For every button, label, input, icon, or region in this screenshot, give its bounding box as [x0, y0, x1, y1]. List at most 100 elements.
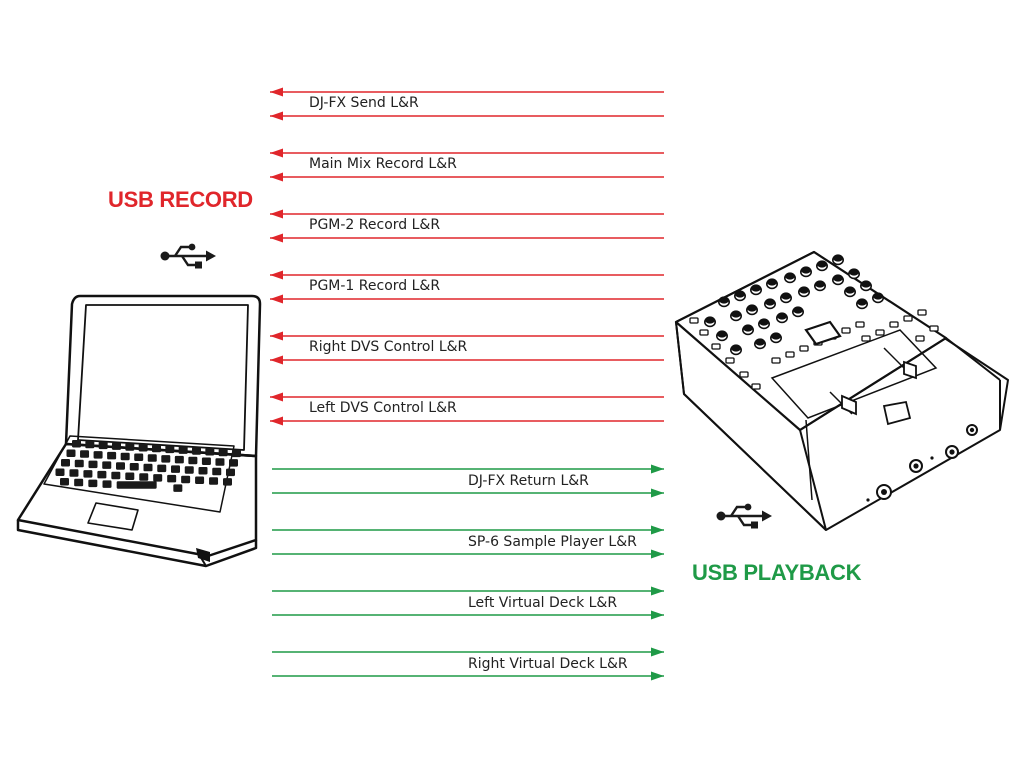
mixer-knob: [831, 274, 844, 286]
playback-arrow: [272, 549, 664, 559]
mixer-knob: [733, 290, 746, 302]
mixer-knob-cap: [730, 310, 741, 318]
mixer-button: [739, 371, 749, 378]
keyboard-key: [107, 451, 117, 460]
mixer-knob-cap: [832, 254, 843, 262]
keyboard-key: [232, 449, 241, 458]
keyboard-key: [69, 469, 79, 477]
playback-channel-label: Right Virtual Deck L&R: [468, 656, 628, 672]
keyboard-key: [80, 450, 90, 458]
keyboard-key: [120, 452, 130, 461]
mixer-knob-cap: [742, 324, 753, 332]
keyboard-key: [167, 474, 177, 483]
record-arrow: [270, 294, 664, 304]
mixer-knob-cap: [784, 272, 795, 280]
record-arrow: [270, 111, 664, 121]
mixer-button: [855, 321, 865, 328]
keyboard-key: [226, 468, 235, 477]
keyboard-key: [116, 462, 125, 470]
mixer-button: [861, 335, 871, 342]
mixer-knob: [741, 324, 754, 336]
keyboard-key: [61, 459, 70, 467]
keyboard-key: [138, 444, 148, 452]
mixer-buttons: [689, 309, 939, 390]
mixer-knob-cap: [704, 316, 715, 324]
keyboard-key: [139, 473, 149, 481]
mixer-knob-cap: [844, 286, 855, 294]
record-channel-label: PGM-1 Record L&R: [309, 278, 441, 294]
keyboard-key: [195, 476, 205, 484]
playback-channel-label: SP-6 Sample Player L&R: [468, 534, 637, 550]
mixer-button: [915, 335, 925, 342]
mixer-button: [875, 329, 885, 336]
usb-icon: [160, 243, 216, 269]
mixer-knob: [729, 310, 742, 322]
mixer-button: [785, 351, 795, 358]
mixer-knob: [763, 298, 776, 310]
mixer-button: [903, 315, 913, 322]
keyboard-key: [209, 477, 219, 485]
keyboard-key: [55, 468, 65, 476]
keyboard-key: [184, 466, 194, 474]
record-channel-label: Left DVS Control L&R: [309, 400, 457, 416]
record-channel-label: PGM-2 Record L&R: [309, 217, 441, 233]
mixer-knob-cap: [754, 338, 765, 346]
keyboard-key: [129, 463, 139, 471]
mixer-knob: [703, 316, 716, 328]
mixer-knob: [769, 332, 782, 344]
keyboard-key: [112, 442, 121, 450]
keyboard-key: [165, 445, 175, 454]
mixer-knob-cap: [800, 266, 811, 274]
mixer-knob-cap: [860, 280, 871, 288]
mixer-knob: [791, 306, 804, 318]
mixer-button: [917, 309, 927, 316]
keyboard-key: [102, 461, 112, 469]
mixer-knob: [799, 266, 812, 278]
mixer-knob-cap: [734, 290, 745, 298]
usb-record-title: USB RECORD: [108, 187, 253, 212]
mixer-knob: [779, 292, 792, 304]
keyboard-key: [173, 484, 183, 492]
mixer-button: [889, 321, 899, 328]
mixer-knobs: [703, 254, 884, 356]
keyboard-key: [66, 449, 76, 457]
keyboard-key: [178, 446, 188, 454]
mixer-knob: [753, 338, 766, 350]
mixer-knob-cap: [780, 292, 791, 300]
playback-arrow: [272, 488, 664, 498]
playback-arrow: [272, 671, 664, 681]
mixer-knob: [855, 298, 868, 310]
keyboard-key: [143, 463, 153, 472]
mixer-knob: [745, 304, 758, 316]
mixer-knob-cap: [832, 274, 843, 282]
keyboard-key: [198, 467, 208, 475]
playback-channel-label: DJ-FX Return L&R: [468, 473, 589, 489]
mixer-knob-cap: [848, 268, 859, 276]
mixer-knob: [715, 330, 728, 342]
mixer-knob-cap: [872, 292, 883, 300]
keyboard-key: [157, 464, 167, 473]
mixer-knob: [871, 292, 884, 304]
keyboard-key: [205, 448, 215, 456]
mixer-knob: [831, 254, 844, 266]
keyboard-key: [116, 481, 157, 489]
keyboard-key: [171, 465, 180, 473]
mixer-knob: [813, 280, 826, 292]
keyboard-key: [97, 470, 107, 479]
mixer-knob: [797, 286, 810, 298]
mixer-knob: [749, 284, 762, 296]
record-arrow: [270, 172, 664, 182]
keyboard-key: [72, 440, 81, 448]
keyboard-key: [218, 448, 228, 457]
mixer-knob-cap: [718, 296, 729, 304]
keyboard-key: [83, 470, 93, 478]
keyboard-key: [134, 453, 144, 461]
mixer-knob-cap: [814, 280, 825, 288]
mixer-button: [725, 357, 735, 364]
mixer-knob: [847, 268, 860, 280]
keyboard-key: [88, 460, 98, 469]
mixer-knob: [765, 278, 778, 290]
keyboard-key: [98, 441, 108, 450]
